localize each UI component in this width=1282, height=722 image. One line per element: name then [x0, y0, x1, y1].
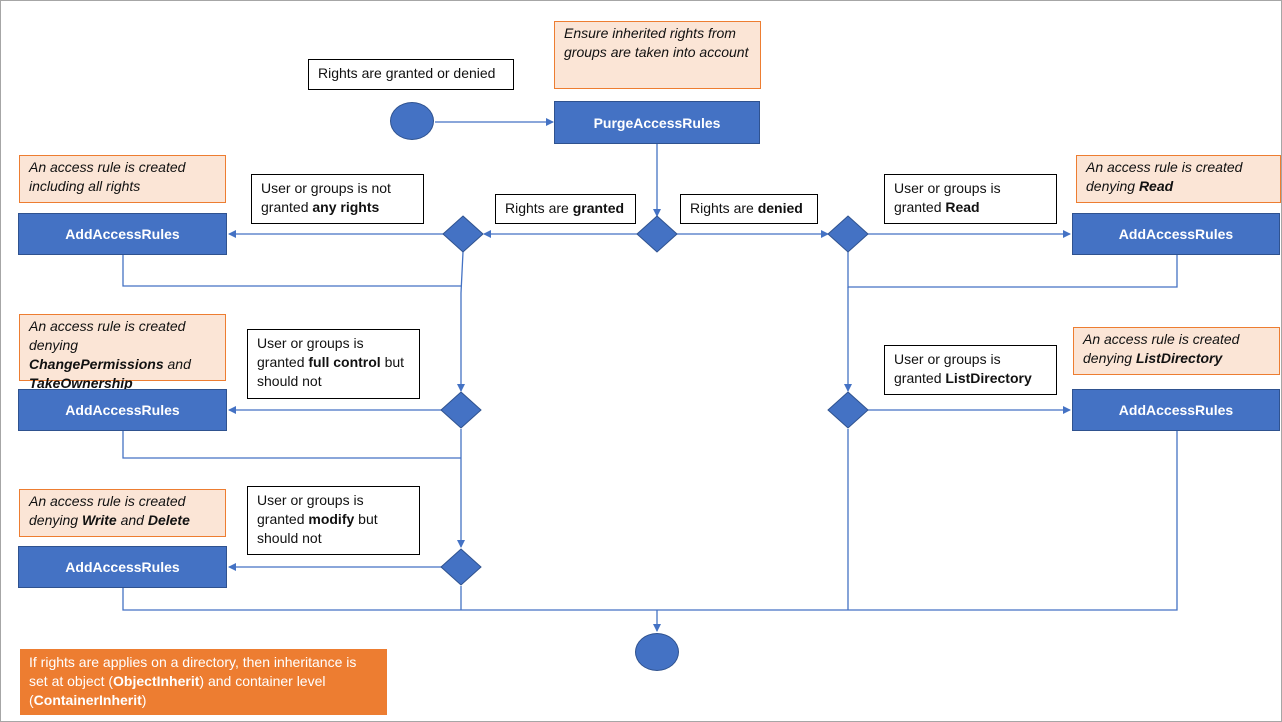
decision-left-3 — [440, 548, 482, 586]
condition-left-3: User or groups is granted modify but sho… — [247, 486, 420, 555]
text-left-cond2-prefix: User or groups is granted — [257, 335, 364, 370]
note-right-2: An access rule is created denying ListDi… — [1073, 327, 1280, 375]
action-add-access-rules-right-2: AddAccessRules — [1072, 389, 1280, 431]
text-footer-t2: ) and container level ( — [29, 673, 326, 708]
condition-denied: Rights are denied — [680, 194, 818, 224]
edge-la3-return — [122, 587, 461, 611]
note-purge: Ensure inherited rights from groups are … — [554, 21, 761, 89]
text-branch_granted-bold: granted — [572, 200, 625, 216]
text-right-cond2-prefix: User or groups is granted — [894, 351, 1001, 386]
text-right-note2-bold: ListDirectory — [1135, 350, 1223, 366]
note-right-1: An access rule is created denying Read — [1076, 155, 1281, 203]
condition-right-1: User or groups is granted Read — [884, 174, 1057, 224]
action-add-access-rules-left-1: AddAccessRules — [18, 213, 227, 255]
decision-main — [636, 215, 678, 253]
note-left-3: An access rule is created denying Write … — [19, 489, 226, 537]
action-add-access-rules-right-1: AddAccessRules — [1072, 213, 1280, 255]
text-left-note2-bold2: TakeOwnership — [29, 375, 133, 391]
text-left-note3-bold2: Delete — [147, 512, 190, 528]
text-branch_denied-prefix: Rights are — [690, 200, 758, 216]
action-add-access-rules-left-2: AddAccessRules — [18, 389, 227, 431]
condition-left-2: User or groups is granted full control b… — [247, 329, 420, 399]
text-left-note2-prefix: An access rule is created denying — [29, 318, 186, 353]
text-left-note2-mid: and — [163, 356, 191, 372]
inheritance-note: If rights are applies on a directory, th… — [20, 649, 387, 715]
note-left-1: An access rule is created including all … — [19, 155, 226, 203]
text-right-cond2-bold: ListDirectory — [945, 370, 1032, 386]
text-action_label_add: AddAccessRules — [1118, 402, 1234, 418]
text-left-cond2-suffix: but should not — [257, 354, 405, 389]
text-action_label_add: AddAccessRules — [65, 402, 180, 418]
text-footer-t1: If rights are applies on a directory, th… — [29, 654, 357, 689]
text-left-cond1-bold: any rights — [312, 199, 380, 215]
action-add-access-rules-left-3: AddAccessRules — [18, 546, 227, 588]
text-right-note2-prefix: An access rule is created denying — [1083, 331, 1240, 366]
text-left-cond1-prefix: User or groups is not granted — [261, 180, 391, 215]
edge-ra2-return — [848, 430, 1178, 611]
action-purge-access-rules: PurgeAccessRules — [554, 101, 760, 144]
text-left-note2-bold: ChangePermissions — [29, 356, 164, 372]
text-top_condition: Rights are granted or denied — [318, 65, 496, 81]
text-left-cond3-prefix: User or groups is granted — [257, 492, 364, 527]
text-left-cond2-bold: full control — [308, 354, 381, 370]
text-action_label_add: AddAccessRules — [65, 226, 180, 242]
text-footer-b2: ContainerInherit — [33, 692, 142, 708]
text-note_purge: Ensure inherited rights from groups are … — [564, 25, 749, 60]
text-action_label_add: AddAccessRules — [1118, 226, 1234, 242]
condition-right-2: User or groups is granted ListDirectory — [884, 345, 1057, 395]
text-left-note1-prefix: An access rule is created including all … — [29, 159, 186, 194]
text-left-note3-mid: and — [116, 512, 148, 528]
decision-left-1 — [442, 215, 484, 253]
decision-right-2 — [827, 391, 869, 429]
edge-rd1-rd2 — [847, 252, 1178, 288]
text-footer-b1: ObjectInherit — [113, 673, 200, 689]
edge-la1-return — [122, 254, 461, 287]
text-branch_granted-prefix: Rights are — [505, 200, 573, 216]
text-branch_denied-bold: denied — [757, 200, 803, 216]
text-left-note3-bold: Write — [81, 512, 117, 528]
condition-top: Rights are granted or denied — [308, 59, 514, 90]
text-action_label_purge: PurgeAccessRules — [593, 114, 721, 131]
text-footer-t3: ) — [141, 692, 147, 708]
condition-left-1: User or groups is not granted any rights — [251, 174, 424, 224]
end-node — [635, 633, 679, 671]
decision-left-2 — [440, 391, 482, 429]
decision-right-1 — [827, 215, 869, 253]
text-left-cond3-bold: modify — [308, 511, 355, 527]
start-node — [390, 102, 434, 140]
text-right-cond1-bold: Read — [945, 199, 980, 215]
edge-ld1-ld2 — [457, 251, 465, 392]
condition-granted: Rights are granted — [495, 194, 636, 224]
text-right-note1-bold: Read — [1138, 178, 1174, 194]
text-left-cond3-suffix: but should not — [257, 511, 378, 546]
text-left-note3-prefix: An access rule is created denying — [29, 493, 186, 528]
text-right-cond1-prefix: User or groups is granted — [894, 180, 1001, 215]
edge-la2-return — [122, 430, 461, 459]
note-left-2: An access rule is created denying Change… — [19, 314, 226, 391]
text-right-note1-prefix: An access rule is created denying — [1086, 159, 1243, 194]
text-action_label_add: AddAccessRules — [65, 559, 180, 575]
